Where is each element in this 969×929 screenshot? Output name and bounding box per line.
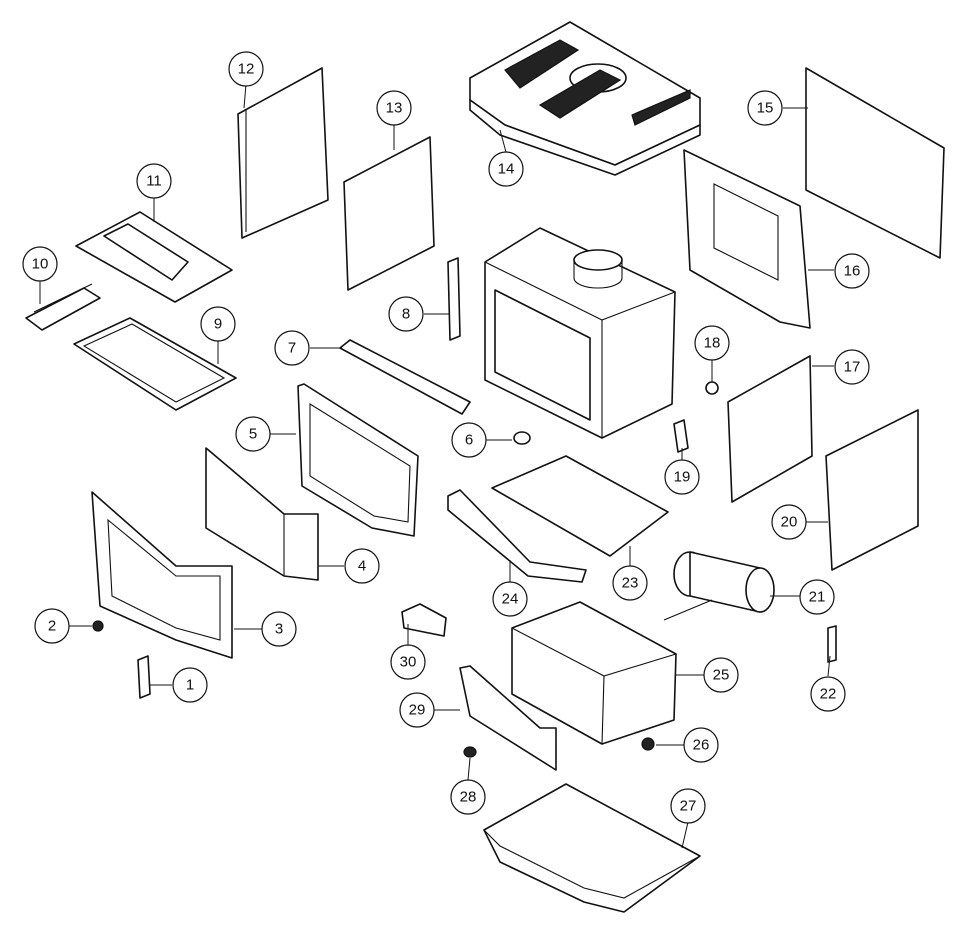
svg-text:11: 11	[146, 173, 162, 190]
part-handle	[137, 655, 151, 699]
callout-5: 5	[235, 416, 271, 452]
callout-7: 7	[274, 330, 310, 366]
part-bracket	[25, 283, 101, 331]
callout-23: 23	[612, 565, 648, 601]
callout-3: 3	[261, 611, 297, 647]
callout-15: 15	[747, 90, 783, 126]
svg-text:6: 6	[465, 432, 473, 449]
svg-text:28: 28	[460, 789, 477, 806]
svg-text:25: 25	[713, 667, 730, 684]
svg-text:26: 26	[693, 737, 710, 754]
callout-24: 24	[492, 581, 528, 617]
svg-text:30: 30	[400, 654, 417, 671]
svg-text:3: 3	[275, 621, 283, 638]
part-right-side-panel-20	[825, 409, 919, 571]
part-blower	[663, 551, 775, 621]
part-knob	[513, 431, 531, 445]
callout-14: 14	[488, 151, 524, 187]
callout-17: 17	[834, 349, 870, 385]
callout-6: 6	[451, 422, 487, 458]
callout-2: 2	[34, 608, 70, 644]
part-floor-plate	[491, 455, 669, 557]
callout-27: 27	[670, 788, 706, 824]
callout-26: 26	[683, 727, 719, 763]
part-ash-tray	[73, 317, 237, 411]
callout-28: 28	[450, 779, 486, 815]
svg-text:2: 2	[48, 618, 56, 635]
callout-10: 10	[22, 246, 58, 282]
callout-21: 21	[799, 579, 835, 615]
callout-22: 22	[810, 676, 846, 712]
svg-text:21: 21	[809, 589, 826, 606]
svg-text:22: 22	[820, 686, 837, 703]
svg-text:19: 19	[674, 469, 691, 486]
part-surround-panel	[683, 149, 811, 329]
svg-text:4: 4	[358, 558, 366, 575]
part-top-shroud	[469, 21, 701, 176]
svg-text:12: 12	[238, 61, 255, 78]
part-plug	[463, 746, 477, 758]
part-knob-26	[641, 737, 655, 751]
svg-text:9: 9	[214, 316, 222, 333]
svg-text:29: 29	[409, 702, 426, 719]
part-front-door	[91, 491, 233, 659]
part-rod-assembly	[447, 257, 461, 341]
part-control-box	[401, 603, 447, 637]
callout-20: 20	[771, 504, 807, 540]
callout-29: 29	[399, 692, 435, 728]
svg-text:13: 13	[386, 100, 403, 117]
callout-8: 8	[388, 296, 424, 332]
part-door-frame	[297, 383, 419, 537]
svg-text:10: 10	[32, 256, 49, 273]
callout-18: 18	[694, 325, 730, 361]
leader-lines	[39, 83, 834, 849]
part-trim	[447, 489, 587, 583]
part-base-plate	[483, 783, 701, 913]
part-back-panel	[805, 67, 945, 259]
part-baffle-board	[75, 211, 233, 303]
svg-text:17: 17	[844, 359, 861, 376]
svg-text:18: 18	[704, 335, 721, 352]
svg-text:8: 8	[402, 306, 410, 323]
callout-4: 4	[344, 548, 380, 584]
svg-text:23: 23	[622, 575, 639, 592]
svg-text:15: 15	[757, 100, 774, 117]
callout-25: 25	[703, 657, 739, 693]
part-side-panel	[343, 136, 435, 291]
part-left-side-panel	[237, 67, 329, 239]
callout-9: 9	[200, 306, 236, 342]
part-switch-18	[705, 381, 719, 395]
callout-12: 12	[228, 51, 264, 87]
svg-text:20: 20	[781, 514, 798, 531]
part-screw	[92, 620, 104, 632]
part-switch-19	[673, 419, 689, 453]
svg-text:7: 7	[288, 340, 296, 357]
callout-19: 19	[664, 459, 700, 495]
svg-text:5: 5	[249, 426, 257, 443]
callout-16: 16	[834, 253, 870, 289]
part-small-bracket	[827, 625, 837, 663]
part-rail	[339, 339, 471, 415]
callout-30: 30	[390, 644, 426, 680]
firebox-body	[484, 227, 676, 439]
part-hopper-panel	[459, 665, 557, 771]
callout-11: 11	[136, 163, 172, 199]
svg-text:24: 24	[502, 591, 519, 608]
callout-1: 1	[172, 667, 208, 703]
svg-text:16: 16	[844, 263, 861, 280]
svg-text:1: 1	[186, 677, 194, 694]
part-right-side-panel-17	[727, 355, 813, 503]
part-glass-panel	[205, 447, 319, 581]
svg-text:14: 14	[498, 161, 515, 178]
callout-13: 13	[376, 90, 412, 126]
svg-text:27: 27	[680, 798, 697, 815]
part-hopper	[511, 601, 677, 745]
